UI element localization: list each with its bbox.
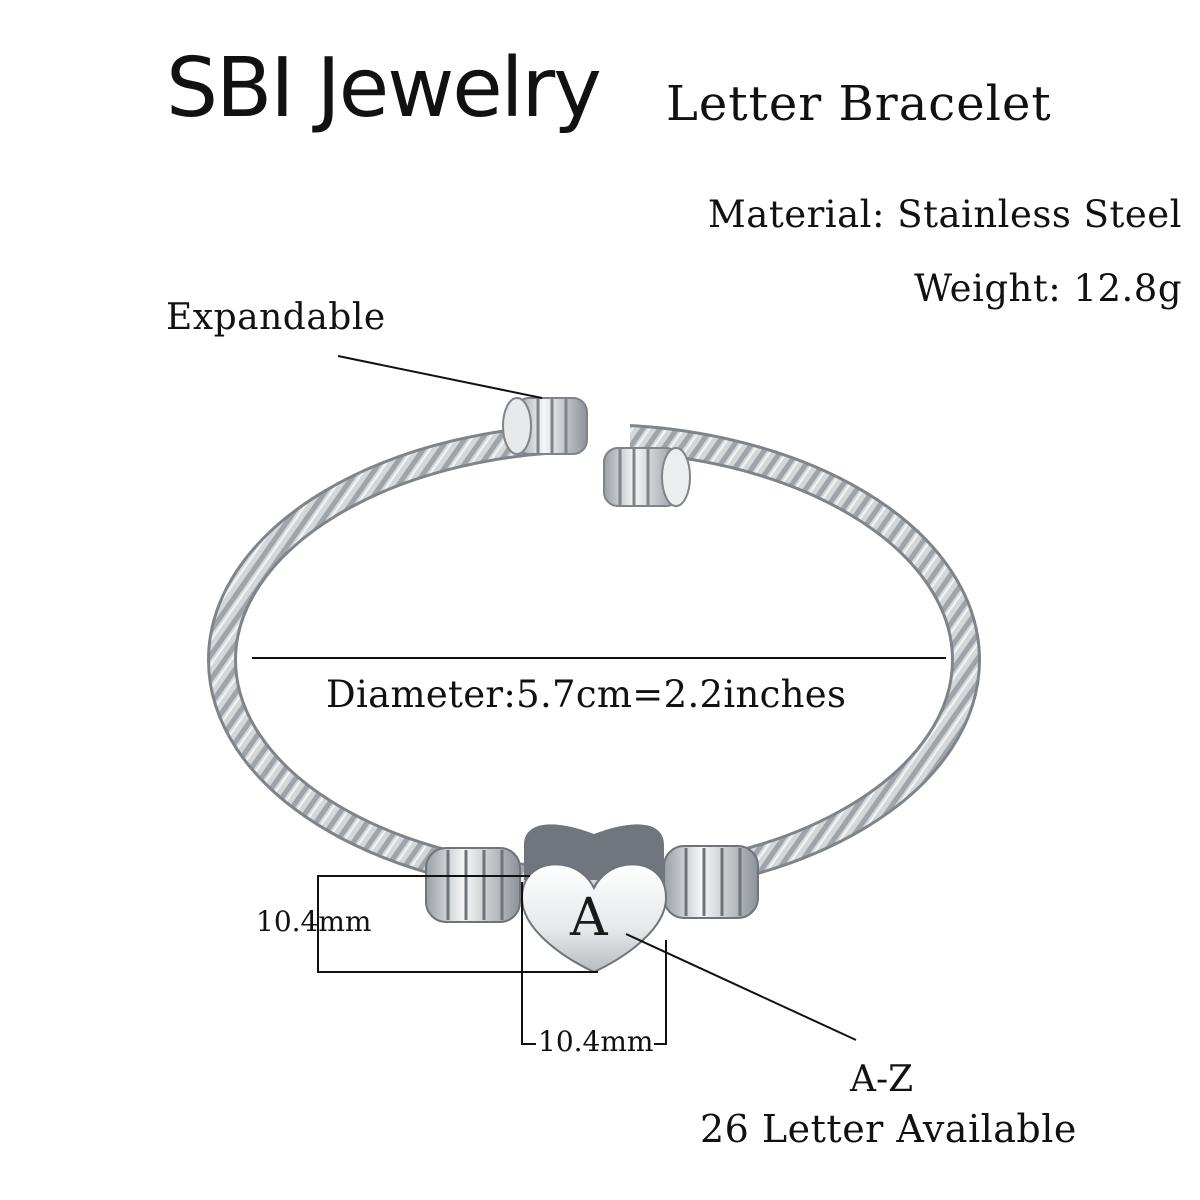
material-spec: Material: Stainless Steel <box>707 193 1182 236</box>
width-dimension-label: 10.4mm <box>538 1025 654 1058</box>
letter-range-label: A-Z <box>850 1059 914 1100</box>
bracelet-cable <box>207 423 981 897</box>
lower-end-cap <box>603 447 691 507</box>
charm-letter: A <box>570 888 608 948</box>
upper-end-cap <box>502 397 588 455</box>
letter-leader-line <box>625 933 857 1041</box>
weight-spec: Weight: 12.8g <box>914 267 1182 310</box>
height-dimension-label: 10.4mm <box>256 905 372 938</box>
diameter-label: Diameter:5.7cm=2.2inches <box>326 673 847 716</box>
height-dimension-bracket <box>317 875 598 973</box>
brand-title: SBI Jewelry <box>166 41 602 136</box>
product-title: Letter Bracelet <box>666 76 1052 132</box>
expandable-leader-line <box>337 355 543 399</box>
expandable-label: Expandable <box>166 297 386 338</box>
heart-charm <box>520 824 668 974</box>
right-coil-spacer <box>663 845 759 919</box>
letter-availability-label: 26 Letter Available <box>700 1107 1077 1151</box>
width-dimension-bracket <box>521 882 536 1045</box>
left-coil-spacer <box>425 847 521 923</box>
